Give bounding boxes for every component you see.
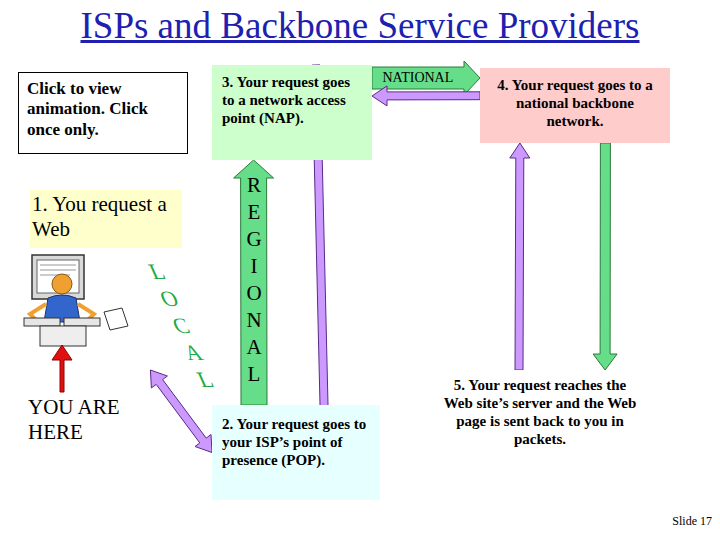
disk <box>104 308 128 330</box>
monitor <box>32 255 84 299</box>
return-arrow <box>510 143 530 370</box>
backbone-box: 4. Your request goes to a national backb… <box>480 68 670 143</box>
desk <box>40 326 86 346</box>
server-box: 5. Your request reaches the Web site’s s… <box>435 370 645 460</box>
screen-line <box>40 265 76 266</box>
return-arrow <box>312 65 336 500</box>
pop-box: 2. Your request goes to your ISP’s point… <box>212 405 380 500</box>
regional-arrow <box>234 160 274 405</box>
connector-label: NATIONAL <box>383 71 454 85</box>
connector-label: REGIONAL <box>243 172 265 388</box>
user-area: 1. You request a Web <box>30 190 195 370</box>
node-text: 3. Your request goes to a network access… <box>222 73 362 127</box>
node-text: 4. Your request goes to a national backb… <box>486 76 664 130</box>
request-arrow <box>593 143 617 370</box>
instruction-box: Click to view animation. Click once only… <box>18 72 188 154</box>
keyboard <box>64 318 100 326</box>
return-arrow <box>372 86 480 106</box>
node-text: 2. Your request goes to your ISP’s point… <box>222 415 370 469</box>
keyboard <box>24 318 60 326</box>
user-head <box>52 274 72 294</box>
screen-line <box>40 270 76 271</box>
node-text: 1. You request a Web <box>30 190 182 248</box>
nap-box: 3. Your request goes to a network access… <box>212 65 372 160</box>
slide-title: ISPs and Backbone Service Providers <box>0 4 720 47</box>
computer-user <box>24 255 128 346</box>
node-text: Click to view animation. Click once only… <box>27 79 179 140</box>
node-text: 5. Your request reaches the Web site’s s… <box>441 376 639 448</box>
slide-number: Slide 17 <box>600 514 712 528</box>
you-are-here: YOU ARE HERE <box>28 395 153 445</box>
national-arrow <box>372 61 480 95</box>
you-are-here-arrow <box>52 345 72 392</box>
screen <box>37 260 79 293</box>
